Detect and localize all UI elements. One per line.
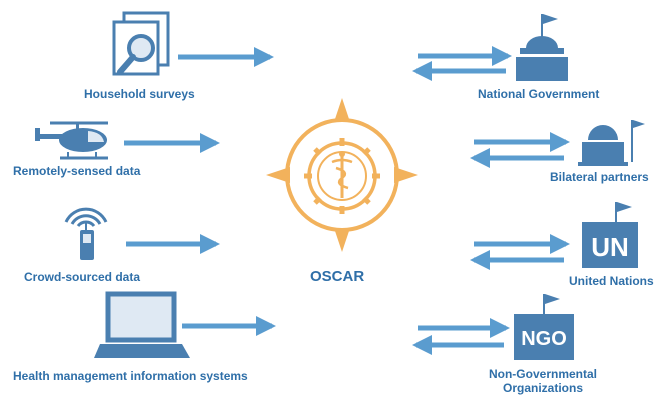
label-national-government: National Government	[478, 87, 600, 101]
label-crowd-sourced-data: Crowd-sourced data	[24, 270, 141, 284]
label-oscar: OSCAR	[310, 268, 365, 285]
label-non-governmental-organizations: Non-Governmental Organizations	[478, 367, 608, 395]
label-health-management-information-systems: Health management information systems	[13, 369, 248, 383]
label-united-nations: United Nations	[569, 274, 654, 288]
capitol-building-icon	[516, 14, 568, 81]
ngo-building-icon: NGO	[514, 294, 574, 360]
label-remotely-sensed-data: Remotely-sensed data	[13, 164, 141, 178]
ngo-icon-text: NGO	[521, 328, 567, 350]
domed-building-icon	[578, 120, 645, 166]
un-building-icon: UN	[582, 202, 638, 268]
oscar-emblem-icon	[266, 98, 418, 252]
mobile-signal-icon	[64, 207, 108, 260]
label-bilateral-partners: Bilateral partners	[550, 170, 649, 184]
label-ngo-line-2: Organizations	[502, 381, 583, 395]
un-icon-text: UN	[591, 232, 629, 262]
documents-magnifier-icon	[112, 11, 170, 76]
label-ngo-line-1: Non-Governmental	[488, 367, 597, 381]
label-household-surveys: Household surveys	[84, 87, 195, 101]
computer-monitor-icon	[94, 291, 190, 358]
helicopter-icon	[35, 121, 108, 160]
